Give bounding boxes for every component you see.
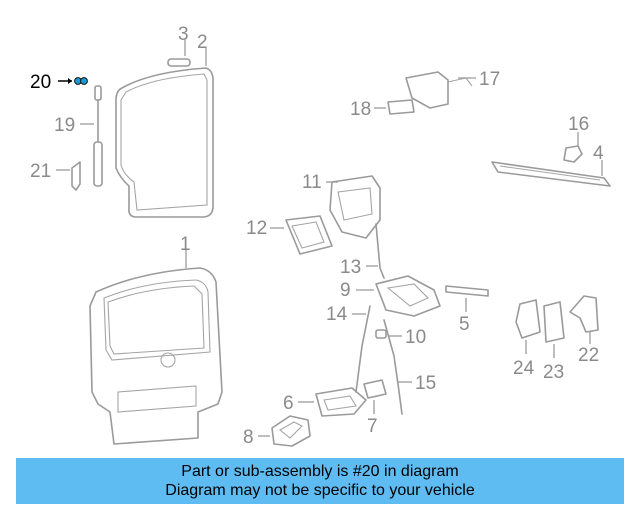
part-16-stop [563, 132, 583, 163]
banner-line-2: Diagram may not be specific to your vehi… [165, 482, 475, 499]
part-14-rod [352, 305, 371, 393]
callout-24: 24 [513, 358, 535, 379]
part-4-rail [491, 160, 611, 187]
callout-5: 5 [459, 314, 470, 335]
info-banner: Part or sub-assembly is #20 in diagram D… [16, 458, 624, 504]
callout-11: 11 [302, 172, 322, 193]
part-10-clip [375, 329, 402, 339]
part-11-lock [326, 175, 381, 239]
part-20-nut [58, 77, 88, 85]
part-24-buffer [515, 299, 541, 354]
part-15-rod [383, 319, 412, 415]
callout-14: 14 [326, 304, 348, 325]
callout-22: 22 [578, 345, 599, 366]
callout-15: 15 [415, 373, 436, 394]
callout-1: 1 [180, 234, 191, 255]
part-5-striker [445, 285, 489, 312]
callout-20: 20 [30, 72, 51, 93]
part-3-strip [167, 40, 191, 67]
part-22-hinge [569, 295, 599, 344]
callout-23: 23 [543, 362, 564, 383]
part-23-buffer [543, 301, 565, 358]
callout-3: 3 [178, 24, 189, 45]
callout-9: 9 [340, 280, 351, 301]
part-8-handle [258, 415, 311, 447]
callout-18: 18 [350, 99, 371, 120]
callout-19: 19 [54, 115, 75, 136]
callout-16: 16 [568, 114, 589, 135]
part-18-hinge-plate [374, 99, 415, 115]
callout-13: 13 [340, 257, 361, 278]
callout-8: 8 [243, 427, 254, 448]
part-13-rod [366, 223, 385, 279]
callout-21: 21 [30, 161, 51, 182]
callout-2: 2 [197, 32, 208, 53]
callout-7: 7 [367, 416, 378, 437]
callout-17: 17 [479, 69, 500, 90]
part-2-rear-glass [115, 48, 214, 218]
callout-10: 10 [405, 327, 426, 348]
callout-6: 6 [283, 393, 294, 414]
part-21-bracket [56, 161, 81, 191]
part-17-hinge [405, 71, 476, 109]
banner-line-1: Part or sub-assembly is #20 in diagram [181, 463, 459, 480]
part-19-gas-strut [80, 85, 103, 187]
part-9-latch [356, 275, 441, 317]
part-12-frame [270, 215, 333, 255]
part-6-actuator [298, 387, 367, 417]
callout-12: 12 [246, 218, 267, 239]
part-1-tailgate [89, 250, 223, 445]
part-7-bracket [363, 379, 387, 414]
callout-4: 4 [593, 143, 604, 164]
exploded-parts-diagram: 2 3 4 5 6 7 8 9 10 11 12 13 14 15 16 17 … [30, 24, 611, 448]
